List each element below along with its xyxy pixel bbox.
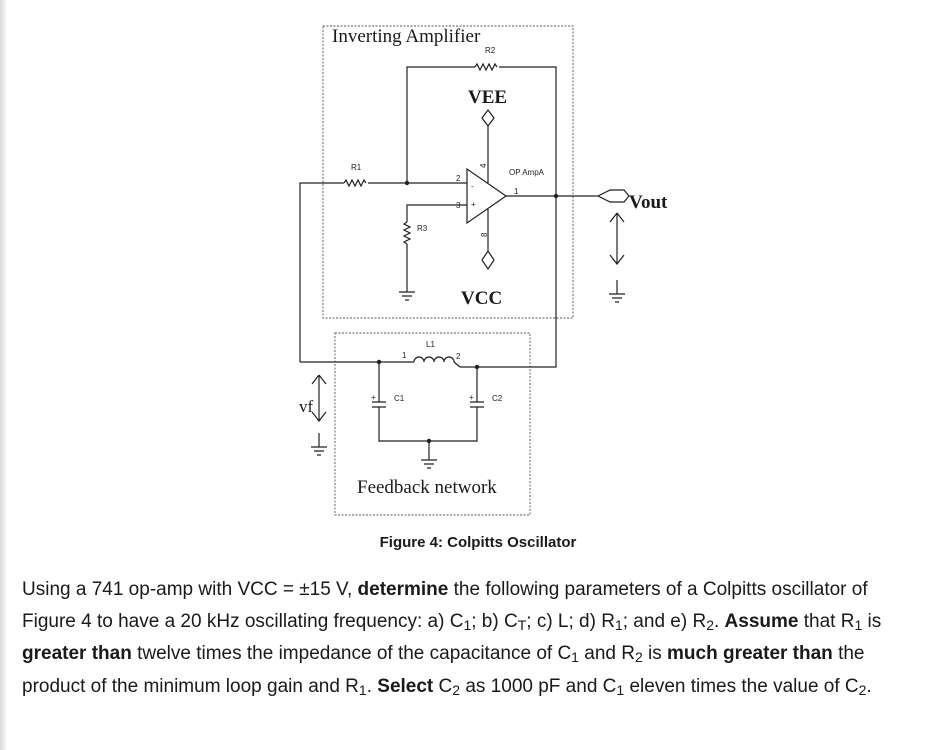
r2-resistor <box>474 62 498 72</box>
r1-resistor <box>343 178 367 188</box>
c1-polarity: + <box>371 393 376 402</box>
vee-label: VEE <box>468 87 507 108</box>
c1-capacitor <box>372 401 386 408</box>
c2-capacitor <box>470 401 484 408</box>
c1-label: C1 <box>394 394 405 403</box>
problem-statement: Using a 741 op-amp with VCC = ±15 V, det… <box>22 579 882 698</box>
pin8-label: 8 <box>480 232 489 237</box>
vout-terminal <box>596 189 630 203</box>
inverting-input-sign: - <box>471 182 474 191</box>
vout-ground-symbol <box>609 293 625 303</box>
noninverting-wire <box>406 204 467 222</box>
vf-label: vf <box>299 397 314 416</box>
opamp-label: OP AmpA <box>509 168 545 177</box>
feedback-network-box <box>334 332 531 516</box>
r2-right-wire <box>499 66 557 196</box>
c2-label: C2 <box>492 394 503 403</box>
l1-label: L1 <box>426 340 435 349</box>
r2-label: R2 <box>485 46 496 55</box>
r3-resistor <box>402 221 412 245</box>
l1-pin1-label: 1 <box>402 351 407 360</box>
vf-ground-symbol <box>311 446 327 456</box>
l1-right-lead <box>453 361 461 368</box>
tank-bottom-wire <box>378 407 478 442</box>
vcc-terminal <box>481 249 495 271</box>
output-to-tank-wire <box>460 196 557 368</box>
vout-voltage-arrow <box>609 212 625 294</box>
inverting-node-dot <box>404 180 410 186</box>
page-edge-shadow <box>0 0 6 750</box>
pin2-label: 2 <box>456 174 461 183</box>
l1-inductor <box>413 356 455 363</box>
inverting-amplifier-label: Inverting Amplifier <box>332 26 481 47</box>
r2-left-wire <box>406 66 475 185</box>
colpitts-schematic: Inverting Amplifier Feedback network R2 … <box>299 25 668 516</box>
c2-polarity: + <box>469 393 474 402</box>
feedback-return-wire <box>299 182 344 362</box>
vee-terminal <box>481 109 495 127</box>
vcc-label: VCC <box>461 288 502 309</box>
opamp-triangle <box>466 167 508 225</box>
noninverting-input-sign: + <box>471 200 476 209</box>
tank-ground-symbol <box>421 459 437 469</box>
r3-ground-symbol <box>399 291 415 301</box>
pin4-label: 4 <box>479 163 488 168</box>
vout-label: Vout <box>629 192 668 213</box>
pin1-label: 1 <box>514 187 519 196</box>
l1-pin2-label: 2 <box>456 352 461 361</box>
r1-label: R1 <box>351 163 362 172</box>
vf-voltage-arrow <box>311 374 327 447</box>
feedback-network-label: Feedback network <box>357 477 497 498</box>
r3-label: R3 <box>417 224 428 233</box>
inverting-amplifier-box <box>322 25 574 319</box>
figure-caption: Figure 4: Colpitts Oscillator <box>379 534 577 551</box>
